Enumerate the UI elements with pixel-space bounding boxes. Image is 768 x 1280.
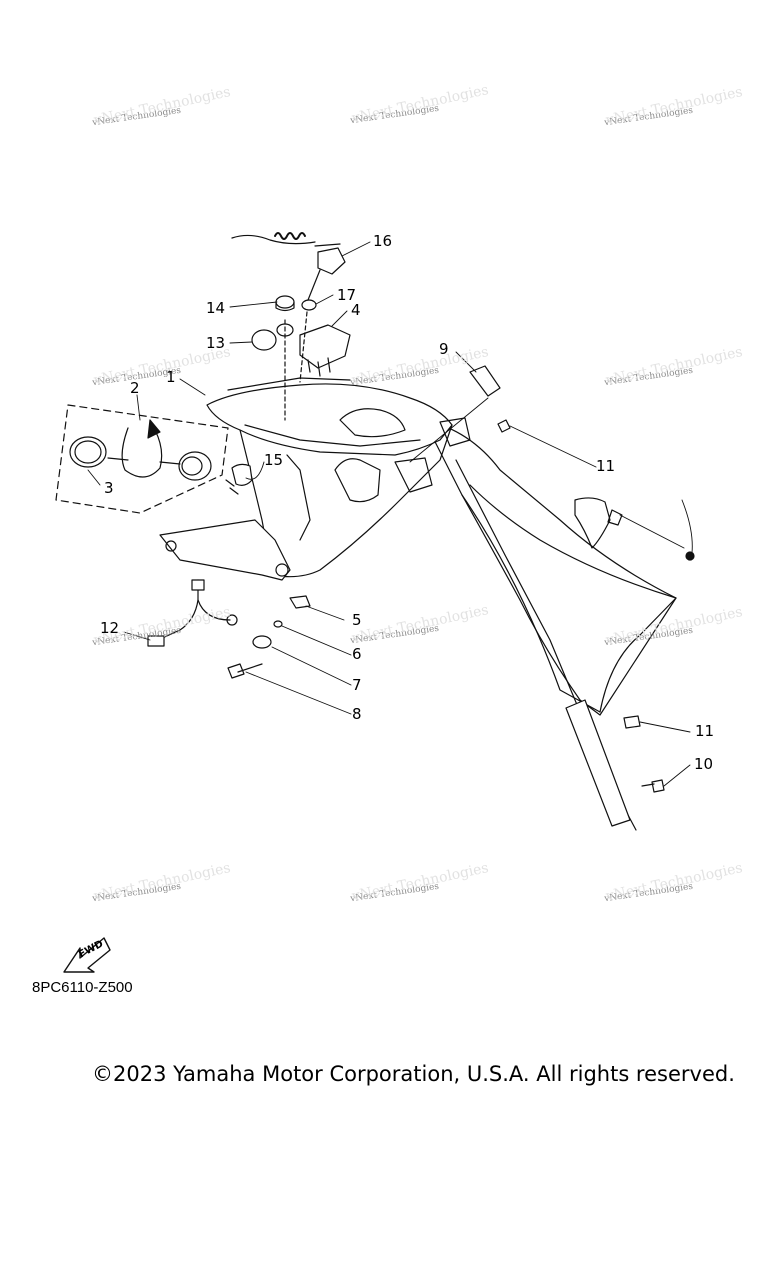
callout-7: 7	[352, 676, 362, 694]
callout-9: 9	[439, 340, 449, 358]
callout-3: 3	[104, 479, 114, 497]
lanyard-cord	[231, 234, 316, 245]
callout-2: 2	[130, 379, 140, 397]
callout-11-upper: 11	[596, 457, 616, 475]
callout-14: 14	[206, 299, 226, 317]
part-11-rivet-a	[497, 419, 511, 433]
callout-15: 15	[264, 451, 284, 469]
leader-lines	[87, 241, 693, 787]
part-11-rivet-b	[685, 551, 695, 561]
fwd-arrow-icon	[63, 937, 111, 973]
callout-6: 6	[352, 645, 362, 663]
part-2-clamp	[121, 427, 163, 478]
part-2-plug	[178, 451, 212, 481]
part-10-screw	[651, 779, 665, 793]
part-8-screw	[227, 663, 245, 679]
callout-4: 4	[351, 301, 361, 319]
callout-1: 1	[166, 368, 176, 386]
callout-17: 17	[337, 286, 357, 304]
copyright-notice: ©2023 Yamaha Motor Corporation, U.S.A. A…	[92, 1062, 735, 1086]
part-9-pad	[469, 365, 501, 397]
callout-8: 8	[352, 705, 362, 723]
callout-5: 5	[352, 611, 362, 629]
callout-12: 12	[100, 619, 120, 637]
callout-10: 10	[694, 755, 714, 773]
callout-13: 13	[206, 334, 226, 352]
part-11-rivet-c	[623, 715, 641, 729]
part-6-washer	[273, 620, 283, 628]
part-7-washer	[252, 635, 272, 649]
console-scoop	[339, 408, 406, 438]
diagram-code: 8PC6110-Z500	[32, 979, 133, 996]
part-5-clip	[289, 595, 311, 609]
part-14-nut	[275, 295, 295, 309]
callout-11-lower: 11	[695, 722, 715, 740]
group-2-outline	[55, 404, 229, 514]
lanyard-key	[317, 247, 346, 275]
side-panel-lower	[461, 494, 601, 713]
console-bracket	[159, 519, 291, 581]
callout-16: 16	[373, 232, 393, 250]
part-13-cap	[251, 329, 277, 351]
side-panel	[423, 419, 677, 716]
part-4-switch	[299, 324, 351, 369]
part-17-washer	[301, 299, 317, 311]
part-15-switch	[231, 463, 253, 486]
